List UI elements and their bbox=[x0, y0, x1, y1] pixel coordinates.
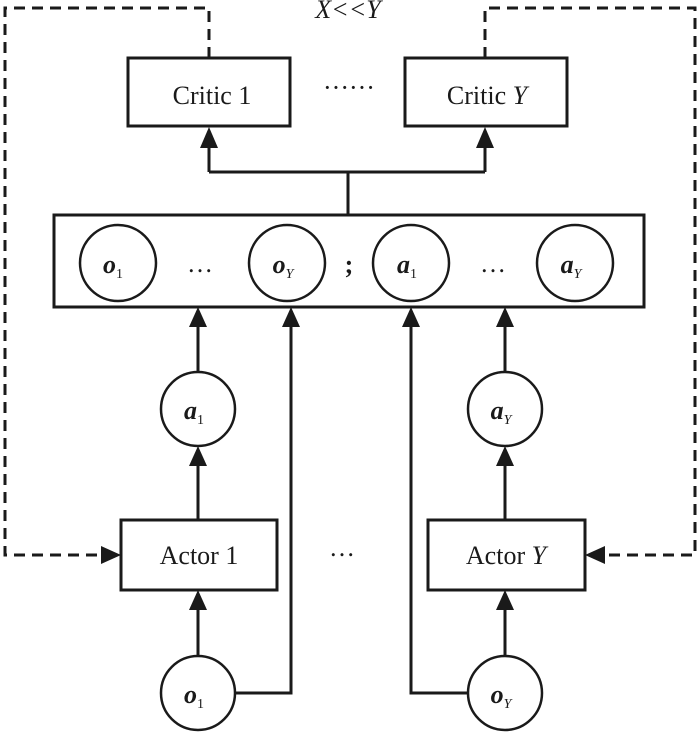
action-right-node bbox=[466, 370, 544, 448]
observation-right-node bbox=[466, 654, 544, 732]
feedback-loop-left bbox=[3, 6, 211, 557]
arrowhead-critic-last bbox=[476, 127, 494, 148]
actor-first-label: Actor 1 bbox=[160, 541, 239, 570]
arrowhead-actor1-feedback bbox=[101, 546, 121, 564]
arrowhead-actorY bbox=[496, 590, 514, 610]
concat-obs-last-node bbox=[247, 223, 327, 303]
observation-left-node bbox=[159, 654, 237, 732]
edge-oY-to-concat-a1 bbox=[409, 325, 468, 695]
critic-last-label: Critic Y bbox=[447, 81, 530, 110]
concat-obs-first-label: o1 bbox=[103, 250, 123, 282]
arrowhead-concat-aY bbox=[496, 307, 514, 327]
action-right-label: aY bbox=[491, 396, 514, 428]
concat-act-ellipsis: … bbox=[480, 249, 506, 278]
observation-left-label: o1 bbox=[184, 680, 204, 712]
concat-obs-ellipsis: … bbox=[187, 249, 213, 278]
feedback-loop-right bbox=[483, 6, 697, 557]
observation-right-label: oY bbox=[491, 680, 514, 712]
action-left-node bbox=[159, 370, 237, 448]
relation-label: X<<Y bbox=[314, 0, 383, 24]
critic-last-box bbox=[403, 56, 569, 128]
edge-o1-to-concat-oY bbox=[235, 325, 293, 695]
concat-obs-last-label: oY bbox=[273, 250, 296, 282]
arrowhead-critic-first bbox=[200, 127, 218, 148]
critics-ellipsis: ······ bbox=[323, 73, 375, 102]
concat-act-last-node bbox=[535, 223, 615, 303]
arrowhead-actor1 bbox=[189, 590, 207, 610]
connector-concat-to-critics bbox=[207, 146, 487, 215]
arrowhead-actorY-feedback bbox=[585, 546, 605, 564]
arrowhead-concat-a1-from-oY bbox=[402, 307, 420, 327]
arrowhead-a1 bbox=[189, 446, 207, 466]
arrowhead-concat-oY bbox=[282, 307, 300, 327]
concat-act-first-node bbox=[371, 223, 451, 303]
actor-last-box bbox=[426, 518, 587, 592]
arrowhead-aY bbox=[496, 446, 514, 466]
concat-obs-first-node bbox=[78, 223, 158, 303]
action-left-label: a1 bbox=[184, 396, 204, 428]
critic-first-box bbox=[126, 56, 292, 128]
critic-first-label: Critic 1 bbox=[173, 81, 252, 110]
concat-separator: ; bbox=[345, 250, 354, 279]
actors-ellipsis: … bbox=[329, 533, 355, 562]
concat-act-last-label: aY bbox=[561, 250, 584, 282]
arrowhead-concat-a1 bbox=[189, 307, 207, 327]
actor-last-label: Actor Y bbox=[466, 541, 549, 570]
concat-act-first-label: a1 bbox=[397, 250, 417, 282]
